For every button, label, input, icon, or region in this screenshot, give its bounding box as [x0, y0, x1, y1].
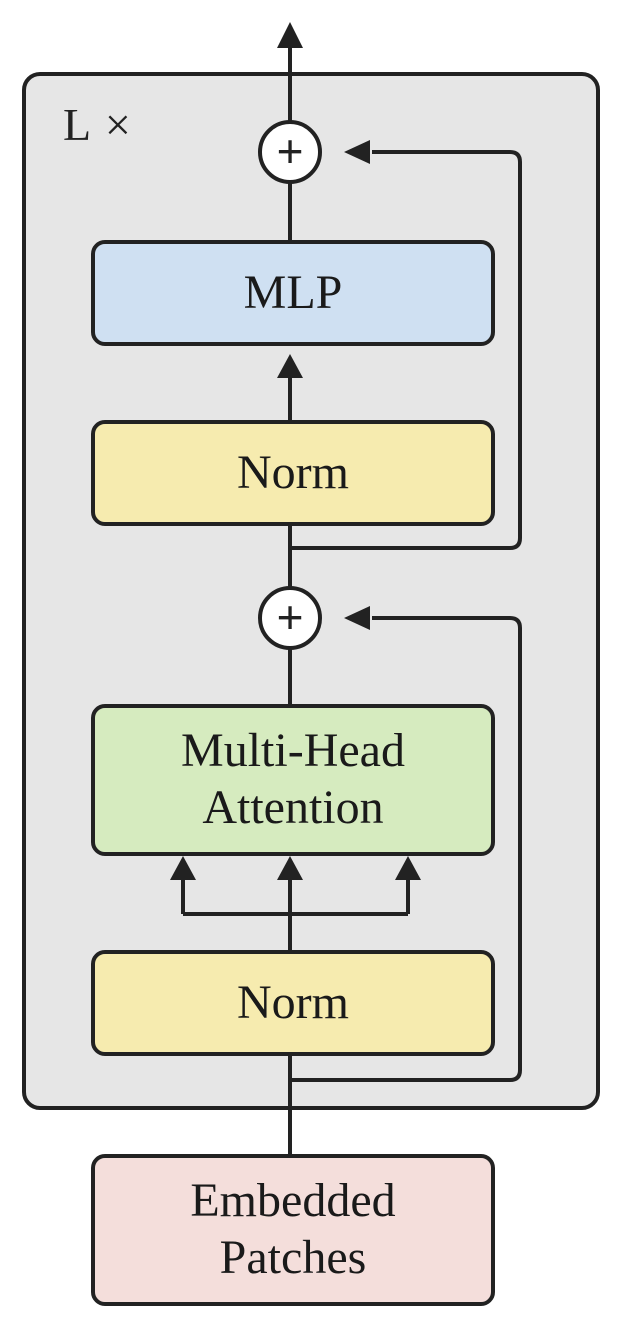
repeat-count-label: L ×	[63, 99, 133, 150]
residual-skip-lower-arrowhead	[344, 606, 370, 630]
norm-bottom-label: Norm	[237, 975, 349, 1029]
embedded-label-line2: Patches	[219, 1231, 367, 1284]
embedded-label-line1: Embedded	[190, 1174, 396, 1228]
mlp-label: MLP	[243, 265, 343, 319]
attention-label-line2: Attention	[202, 781, 384, 834]
embedded-patches-block: Embedded Patches	[91, 1154, 495, 1306]
add-node-upper-symbol: +	[277, 125, 304, 177]
residual-skip-lower	[290, 616, 522, 1082]
query-arrowhead	[170, 856, 196, 880]
norm-top-label: Norm	[237, 445, 349, 499]
norm-block-bottom: Norm	[91, 950, 495, 1056]
attention-label-line1: Multi-Head	[181, 724, 405, 778]
residual-skip-upper	[290, 150, 522, 550]
value-arrowhead	[395, 856, 421, 880]
key-arrowhead	[277, 856, 303, 880]
norm-block-top: Norm	[91, 420, 495, 526]
add-node-lower-symbol: +	[277, 591, 304, 643]
mlp-block: MLP	[91, 240, 495, 346]
add-node-lower	[258, 586, 322, 650]
output-arrowhead	[277, 22, 303, 48]
add-node-upper	[258, 120, 322, 184]
multi-head-attention-block: Multi-Head Attention	[91, 704, 495, 856]
residual-skip-upper-arrowhead	[344, 140, 370, 164]
norm-top-to-mlp-arrowhead	[277, 354, 303, 378]
